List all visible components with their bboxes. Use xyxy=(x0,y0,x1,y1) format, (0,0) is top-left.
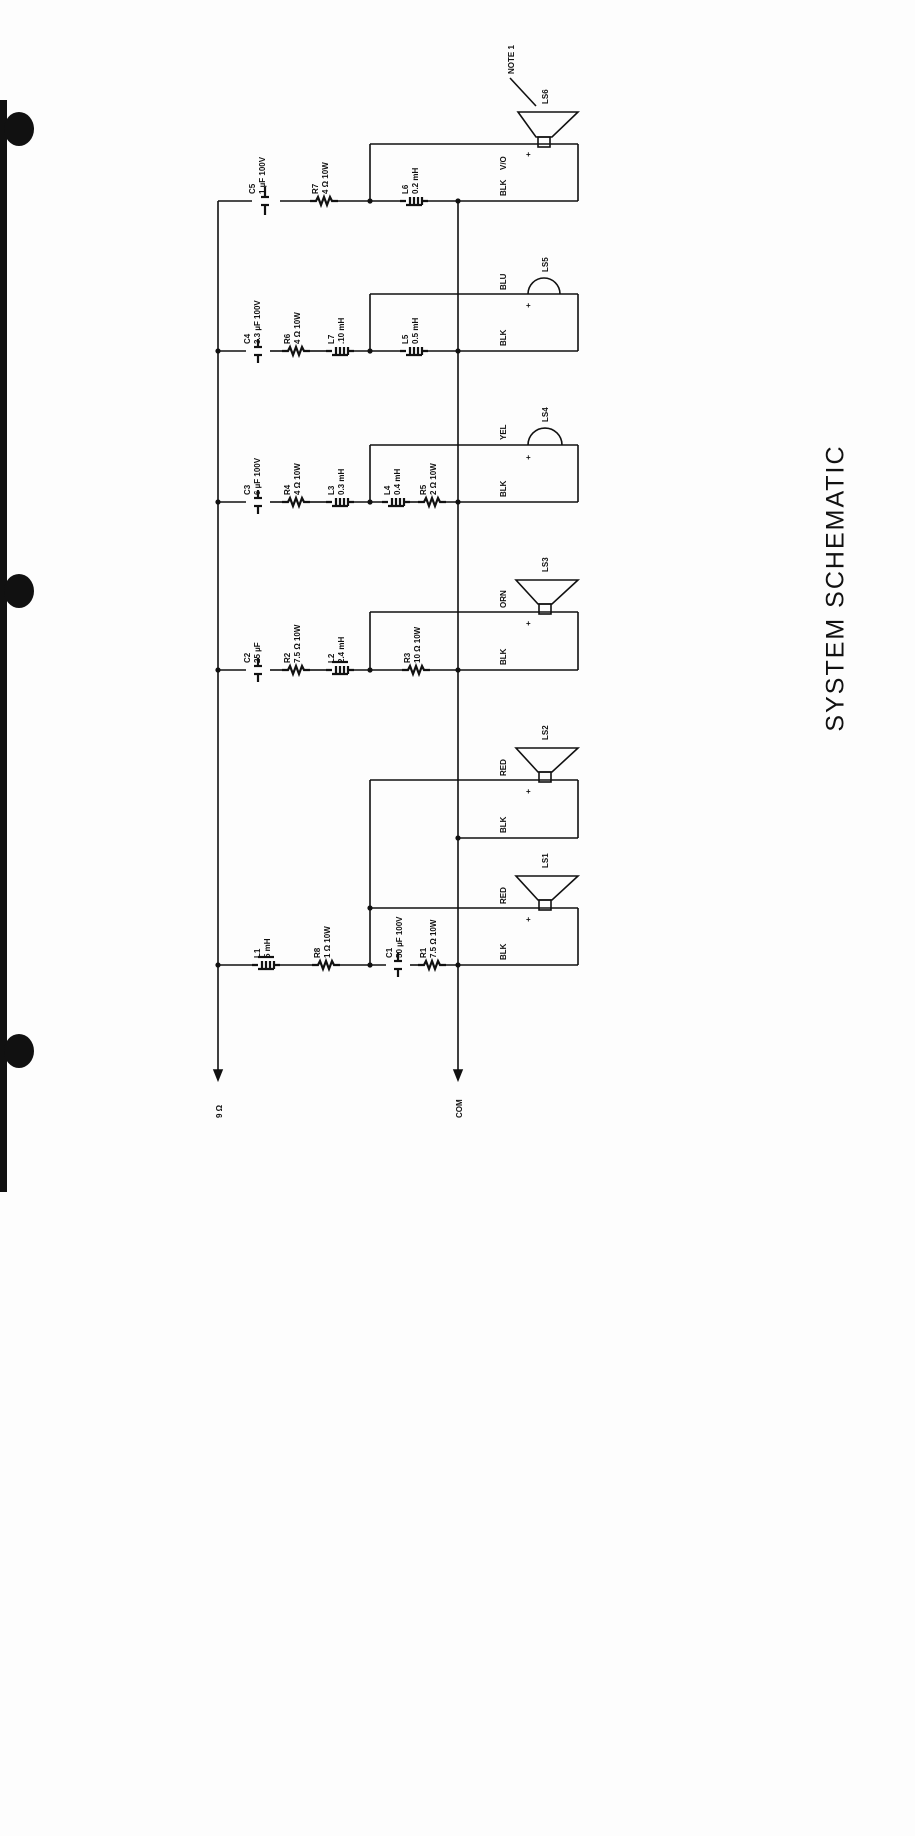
ls3-plus-wire: ORN xyxy=(499,590,508,608)
ls6-ref: LS6 xyxy=(541,89,550,104)
r1-value: 7.5 Ω 10W xyxy=(429,919,438,958)
terminal-input-label: 9 Ω xyxy=(215,1104,224,1118)
branch-ls3 xyxy=(215,611,579,682)
c4-value: 3.3 µF 100V xyxy=(253,300,262,344)
r8-value: 1 Ω 10W xyxy=(323,926,332,958)
r4-value: 4 Ω 10W xyxy=(293,463,302,495)
l3-ref: L3 xyxy=(327,485,336,495)
input-bus xyxy=(212,201,224,1083)
branch-ls6 xyxy=(218,143,579,215)
c3-value: 6 µF 100V xyxy=(253,457,262,495)
ls2-plus-mark: + xyxy=(526,787,531,796)
l2-value: 2.4 mH xyxy=(337,637,346,663)
branch-ls4 xyxy=(215,444,579,514)
r8-ref: R8 xyxy=(313,947,322,958)
r7-ref: R7 xyxy=(311,183,320,194)
page-title: SYSTEM SCHEMATIC xyxy=(821,444,850,732)
c5-value: 1 µF 100V xyxy=(258,156,267,194)
l1-ref: L1 xyxy=(253,948,262,958)
speaker-ls2 xyxy=(514,747,581,783)
branch-ls1 xyxy=(215,905,579,977)
ls1-ref: LS1 xyxy=(541,853,550,868)
ls2-ref: LS2 xyxy=(541,725,550,740)
punch-hole-top xyxy=(4,112,34,146)
r6-ref: R6 xyxy=(283,333,292,344)
l7-ref: L7 xyxy=(327,334,336,344)
c5-ref: C5 xyxy=(248,183,257,194)
r5-ref: R5 xyxy=(419,484,428,495)
r1-ref: R1 xyxy=(419,947,428,958)
c1-ref: C1 xyxy=(385,947,394,958)
l2-ref: L2 xyxy=(327,653,336,663)
ls1-minus-wire: BLK xyxy=(499,943,508,960)
c2-ref: C2 xyxy=(243,652,252,663)
r7-value: 4 Ω 10W xyxy=(321,162,330,194)
l4-value: 0.4 mH xyxy=(393,469,402,495)
ls4-plus-wire: YEL xyxy=(499,424,508,440)
l3-value: 0.3 mH xyxy=(337,469,346,495)
ls5-plus-mark: + xyxy=(526,301,531,310)
branch-ls2 xyxy=(369,779,579,910)
l7-value: .10 mH xyxy=(337,318,346,344)
ls3-ref: LS3 xyxy=(541,557,550,572)
r5-value: 2 Ω 10W xyxy=(429,463,438,495)
ls4-ref: LS4 xyxy=(541,407,550,422)
terminal-common-label: COM xyxy=(455,1099,464,1118)
ls5-ref: LS5 xyxy=(541,257,550,272)
branch-ls5 xyxy=(215,293,579,363)
ls4-plus-mark: + xyxy=(526,453,531,462)
common-bus xyxy=(452,201,464,1083)
r2-ref: R2 xyxy=(283,652,292,663)
l6-ref: L6 xyxy=(401,184,410,194)
ls6-minus-wire: BLK xyxy=(499,179,508,196)
ls5-minus-wire: BLK xyxy=(499,329,508,346)
ls2-plus-wire: RED xyxy=(499,759,508,776)
r4-ref: R4 xyxy=(283,484,292,495)
binder-edge xyxy=(0,100,7,1192)
r2-value: 7.5 Ω 10W xyxy=(293,624,302,663)
ls6-plus-wire: V/O xyxy=(499,156,508,170)
l5-value: 0.5 mH xyxy=(411,318,420,344)
c1-value: 50 µF 100V xyxy=(395,916,404,958)
l4-ref: L4 xyxy=(383,485,392,495)
punch-hole-middle xyxy=(4,574,34,608)
ls3-minus-wire: BLK xyxy=(499,648,508,665)
ls1-plus-wire: RED xyxy=(499,887,508,904)
ls1-plus-mark: + xyxy=(526,915,531,924)
r3-value: 10 Ω 10W xyxy=(413,626,422,663)
note-1-label: NOTE 1 xyxy=(507,45,516,74)
l5-ref: L5 xyxy=(401,334,410,344)
ls3-plus-mark: + xyxy=(526,619,531,628)
ls6-plus-mark: + xyxy=(526,150,531,159)
ls2-minus-wire: BLK xyxy=(499,816,508,833)
l6-value: 0.2 mH xyxy=(411,168,420,194)
c4-ref: C4 xyxy=(243,333,252,344)
c3-ref: C3 xyxy=(243,484,252,495)
r3-ref: R3 xyxy=(403,652,412,663)
ls4-minus-wire: BLK xyxy=(499,480,508,497)
speaker-ls3 xyxy=(514,579,581,615)
speaker-ls5-dome xyxy=(527,277,561,295)
l1-value: 5 mH xyxy=(263,938,272,958)
speaker-ls1 xyxy=(514,875,581,911)
ls5-plus-wire: BLU xyxy=(499,273,508,290)
speaker-ls4-dome xyxy=(527,427,563,446)
punch-hole-bottom xyxy=(4,1034,34,1068)
r6-value: 4 Ω 10W xyxy=(293,312,302,344)
c2-value: 25 µF xyxy=(253,642,262,663)
speaker-ls6 xyxy=(509,77,580,148)
